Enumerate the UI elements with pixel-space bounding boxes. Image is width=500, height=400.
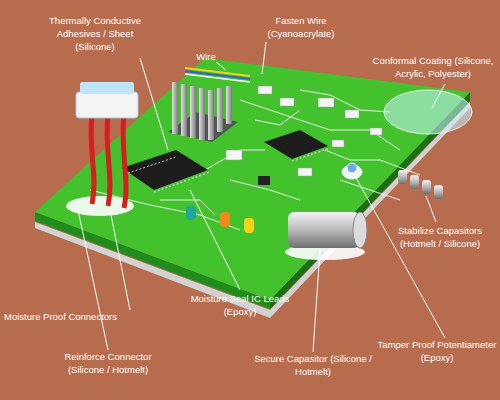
callout-label: Reinforce Connector (Silicone / Hotmelt): [48, 350, 168, 376]
wire: [185, 74, 250, 82]
heatsink-fin: [199, 88, 205, 140]
trace: [255, 110, 300, 125]
trace: [205, 150, 265, 170]
callout-label: Conformal Coating (Silicone, Acrylic, Po…: [368, 54, 498, 80]
connector-body: [76, 92, 138, 118]
potentiometer: [342, 163, 362, 179]
callout-label: Stabilize Capasitors (Hotmelt / Silicone…: [382, 224, 498, 250]
leader-line: [262, 42, 266, 74]
connector-top: [80, 82, 134, 94]
leader-line: [355, 176, 445, 338]
capacitor: [422, 180, 431, 194]
smd-part: [318, 98, 334, 107]
capacitor: [220, 212, 230, 227]
capacitor-body: [288, 212, 360, 248]
smd-part: [280, 98, 294, 106]
smd-part: [258, 86, 272, 94]
conformal-coating: [384, 90, 472, 134]
capacitor: [244, 218, 254, 233]
smd-part: [332, 140, 344, 147]
leader-line: [110, 210, 130, 310]
trace: [300, 90, 390, 112]
leader-line: [216, 62, 226, 70]
leader-line: [140, 58, 168, 150]
ic-pins: [128, 157, 176, 173]
ic-body: [264, 130, 328, 159]
heatsink-fin: [208, 90, 214, 140]
callout-label: Tamper Proof Potentiameter (Epoxy): [374, 338, 500, 364]
stabilized-capacitors: [398, 170, 443, 199]
smd-parts: [226, 86, 382, 176]
heatsink: [168, 82, 238, 142]
heatsink-fin: [190, 86, 196, 138]
trace: [340, 180, 400, 200]
leader-line: [426, 196, 436, 222]
heatsink-fin: [226, 86, 232, 124]
callout-label: Moisture Proof Connectors: [4, 310, 144, 323]
callout-label: Secure Capasitor (Silicone / Hotmelt): [254, 352, 372, 378]
leader-line: [190, 190, 240, 290]
pot-knob: [347, 163, 357, 173]
connector: [66, 82, 138, 216]
smd-part: [226, 150, 242, 160]
ic-pins: [154, 172, 210, 192]
callout-label: Thermally Conductive Adhesives / Sheet (…: [40, 14, 150, 53]
callout-label: Moisture Seal IC Leads (Epoxy): [178, 292, 302, 318]
capacitor: [434, 185, 443, 199]
electrolytic-capacitor: [285, 212, 367, 260]
ic-pins: [292, 148, 330, 161]
leader-lines: [78, 42, 445, 352]
smd-part: [258, 176, 270, 185]
callout-label: Fasten Wire (Cyanoacrylate): [256, 14, 346, 40]
traces: [90, 90, 420, 230]
wire: [91, 115, 94, 204]
heatsink-fin: [217, 88, 223, 132]
capacitor-end: [353, 212, 367, 248]
ic-chip: [122, 150, 210, 192]
leader-line: [78, 210, 108, 350]
heatsink-fin: [181, 84, 187, 136]
small-capacitors: [186, 206, 254, 233]
leader-line: [313, 250, 320, 352]
smd-part: [298, 168, 312, 176]
capacitor: [398, 170, 407, 184]
wire-ribbon: [185, 68, 250, 82]
smd-part: [370, 128, 382, 135]
callout-label: Wire: [186, 50, 226, 63]
wire: [123, 115, 126, 208]
wire: [107, 115, 110, 206]
heatsink-fin: [172, 82, 178, 134]
ic-chip: [264, 130, 330, 161]
leader-line: [432, 84, 445, 108]
smd-part: [345, 110, 359, 118]
capacitor: [410, 175, 419, 189]
capacitor: [186, 206, 196, 220]
ic-body: [122, 150, 208, 190]
